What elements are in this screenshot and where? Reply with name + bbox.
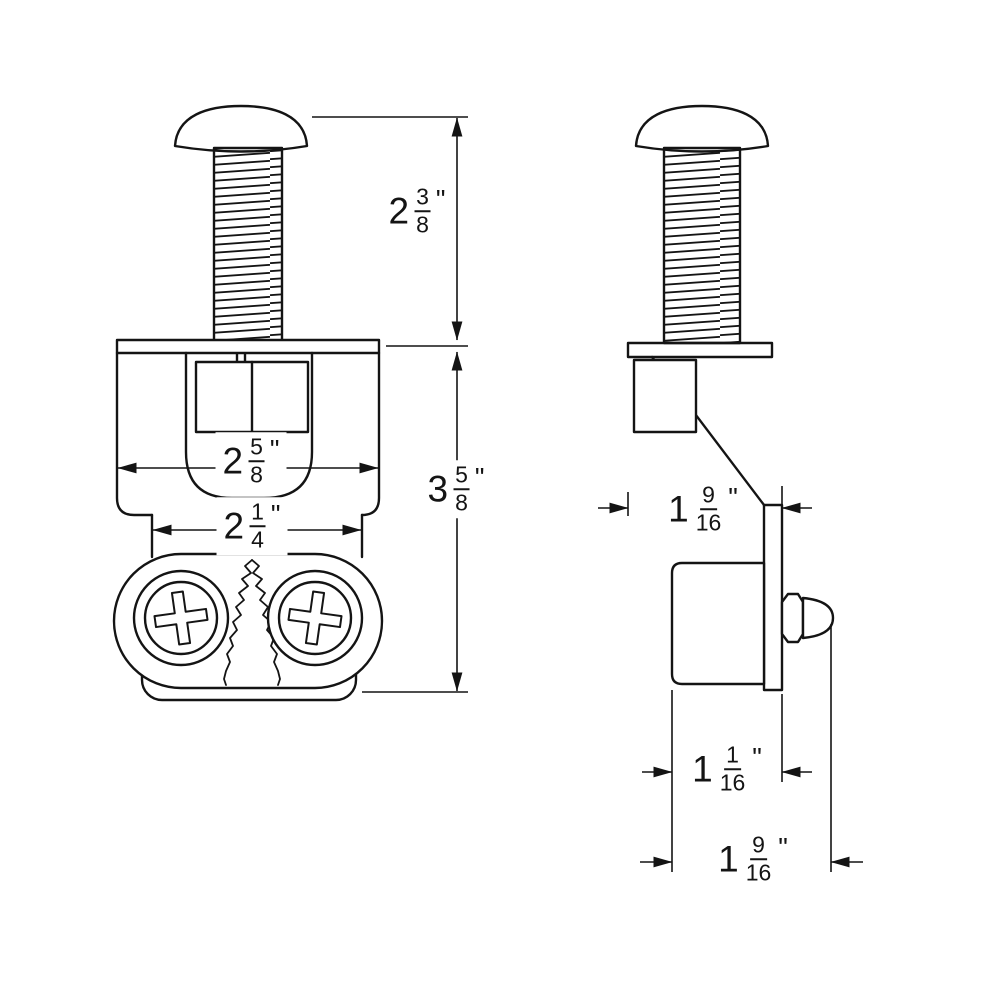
screw-left: [132, 569, 230, 667]
front-view: [112, 104, 384, 702]
bracket-right-wall: [360, 351, 381, 517]
inch-mark: ": [270, 499, 281, 530]
dim-fraction: 9 16: [745, 831, 772, 885]
side-view: [626, 104, 835, 692]
dim-fraction: 1 16: [719, 741, 746, 795]
phillips-cross-left: [153, 590, 209, 646]
inch-mark: ": [728, 482, 738, 513]
dim-whole: 2: [223, 505, 245, 547]
dim-outer-width-label: 2 5 8 ": [215, 432, 287, 490]
bolt-threads: [212, 146, 284, 345]
bracket-left-wall: [115, 351, 154, 517]
dim-whole: 1: [718, 838, 739, 880]
inch-mark: ": [752, 742, 762, 773]
plunger-hex: [780, 592, 805, 644]
bracket-top-plate: [115, 338, 381, 355]
dim-whole: 1: [692, 748, 713, 790]
inch-mark: ": [269, 434, 280, 465]
dim-fraction: 5 8: [453, 461, 470, 515]
dim-bracket-depth-label: 1 9 16 ": [668, 481, 738, 536]
phillips-cross-right: [287, 590, 343, 646]
inch-mark: ": [435, 184, 446, 215]
dim-inner-width-label: 2 1 4 ": [216, 497, 288, 555]
roller-cylinder-side: [670, 561, 766, 686]
dimension-lines: [117, 116, 863, 872]
inch-mark: ": [474, 462, 485, 493]
mounting-plate: [762, 503, 784, 692]
dim-fraction: 5 8: [248, 433, 265, 487]
inch-mark: ": [778, 832, 788, 863]
dim-assembly-height-label: 3 5 8 ": [420, 460, 492, 518]
dim-fraction: 3 8: [414, 183, 431, 237]
bolt-threads-side: [662, 146, 742, 345]
dim-roller-offset-label: 1 1 16 ": [692, 741, 762, 796]
top-plate-side: [626, 341, 774, 359]
screw-right: [266, 569, 364, 667]
dim-bolt-length-label: 2 3 8 ": [388, 183, 446, 238]
dim-whole: 1: [668, 488, 689, 530]
bolt-head: [173, 104, 309, 153]
plunger-dome: [801, 596, 835, 640]
dim-whole: 2: [222, 440, 244, 482]
dim-fraction: 9 16: [695, 481, 722, 535]
bolt-head-side: [634, 104, 770, 153]
hex-nut-side: [632, 358, 698, 434]
dim-whole: 2: [388, 190, 410, 232]
dim-fraction: 1 4: [249, 498, 266, 552]
bolt-stem: [235, 351, 247, 364]
dim-overall-depth-label: 1 9 16 ": [718, 831, 788, 886]
dim-whole: 3: [427, 468, 449, 510]
